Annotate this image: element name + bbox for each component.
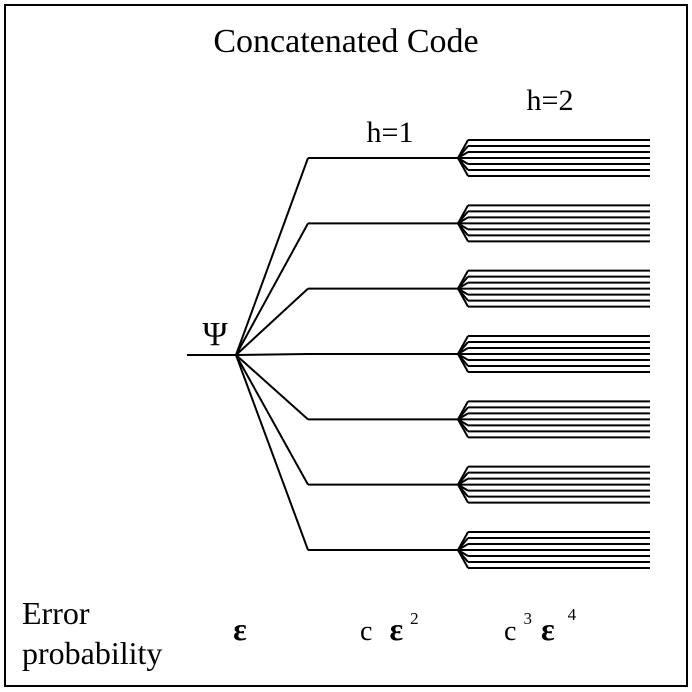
diagram-title: Concatenated Code	[213, 23, 478, 60]
level2-branch-diagonal	[457, 484, 469, 504]
error-value-h1-base: ε	[389, 611, 403, 647]
level1-branch-diagonal	[235, 354, 309, 551]
branch-tree	[187, 139, 650, 569]
level1-branch-diagonal	[235, 157, 309, 356]
level1-branch-diagonal	[235, 353, 309, 356]
error-value-h0: ε	[233, 611, 247, 647]
level2-branch-diagonal	[457, 157, 469, 177]
error-value-h2-prefix: c	[504, 616, 516, 647]
level-2-label: h=2	[527, 84, 574, 117]
error-value-h1-exp: 2	[410, 609, 419, 628]
error-value-h2-base: ε	[541, 611, 555, 647]
level2-branch-diagonal	[457, 353, 469, 373]
error-value-h2-exp: 4	[568, 605, 577, 624]
error-value-h1-prefix: c	[360, 616, 372, 647]
level2-branch-diagonal	[457, 288, 469, 308]
error-value-h0-base: ε	[233, 611, 247, 647]
error-label-line2: probability	[22, 635, 162, 671]
level1-branch-diagonal	[235, 222, 309, 356]
error-value-h2: c 3 ε 4	[504, 600, 577, 647]
frame-border	[4, 4, 688, 687]
error-value-h2-prefix-exp: 3	[523, 609, 532, 628]
psi-root-label: Ψ	[202, 316, 227, 353]
level2-branch-diagonal	[457, 549, 469, 569]
level2-branch-diagonal	[457, 222, 469, 242]
level1-branch-diagonal	[235, 354, 309, 486]
level1-branch-diagonal	[235, 287, 309, 356]
error-value-h1: c ε 2	[360, 609, 419, 647]
level-1-label: h=1	[367, 116, 414, 149]
level2-branch-diagonal	[457, 418, 469, 438]
error-label-line1: Error	[22, 595, 90, 631]
level1-branch-diagonal	[235, 354, 309, 421]
